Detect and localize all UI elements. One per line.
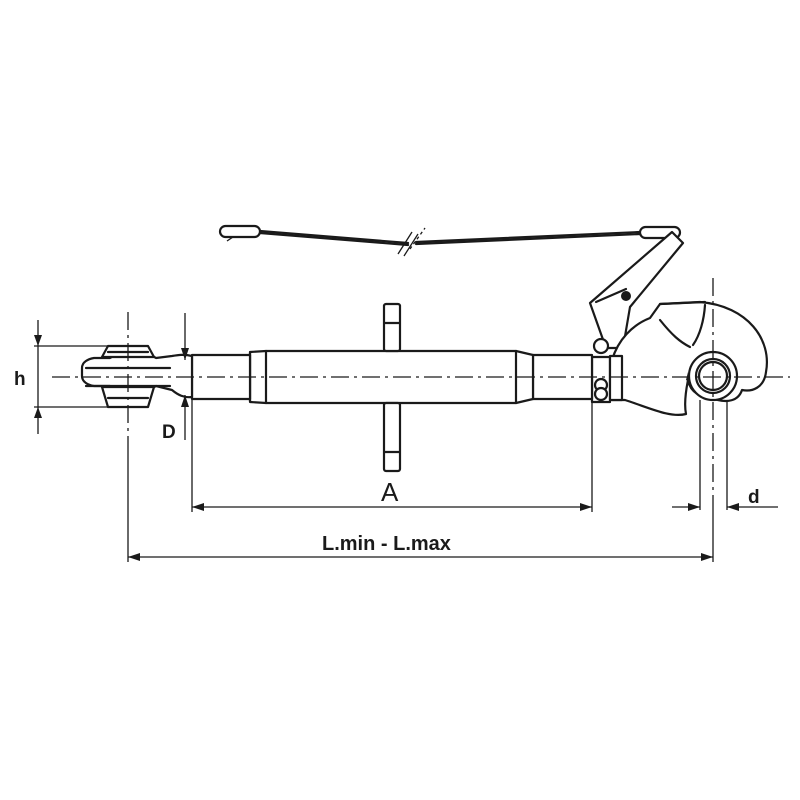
dimension-D: D <box>162 313 193 512</box>
dimension-length: L.min - L.max <box>127 440 714 562</box>
label-D: D <box>162 422 176 443</box>
label-h: h <box>14 369 26 390</box>
hook-eye-ring <box>694 357 732 395</box>
cord-handle-right <box>638 225 682 240</box>
lever-pivot-icon <box>621 291 631 301</box>
label-A: A <box>381 477 399 507</box>
pin-knob <box>592 337 610 355</box>
center-lines <box>52 278 790 510</box>
label-length: L.min - L.max <box>322 533 451 555</box>
dimension-A: A <box>192 400 593 512</box>
dimension-h: h <box>14 320 108 434</box>
release-lever <box>588 230 685 350</box>
turning-handle <box>382 302 402 473</box>
release-cord <box>218 224 682 257</box>
hook-end <box>610 300 768 416</box>
hook-eye-bore <box>697 360 729 392</box>
dimension-d: d <box>672 400 778 511</box>
handle-upper <box>382 302 402 353</box>
label-d: d <box>748 487 760 508</box>
handle-lower <box>382 401 402 473</box>
cord-handle-left <box>218 224 262 239</box>
